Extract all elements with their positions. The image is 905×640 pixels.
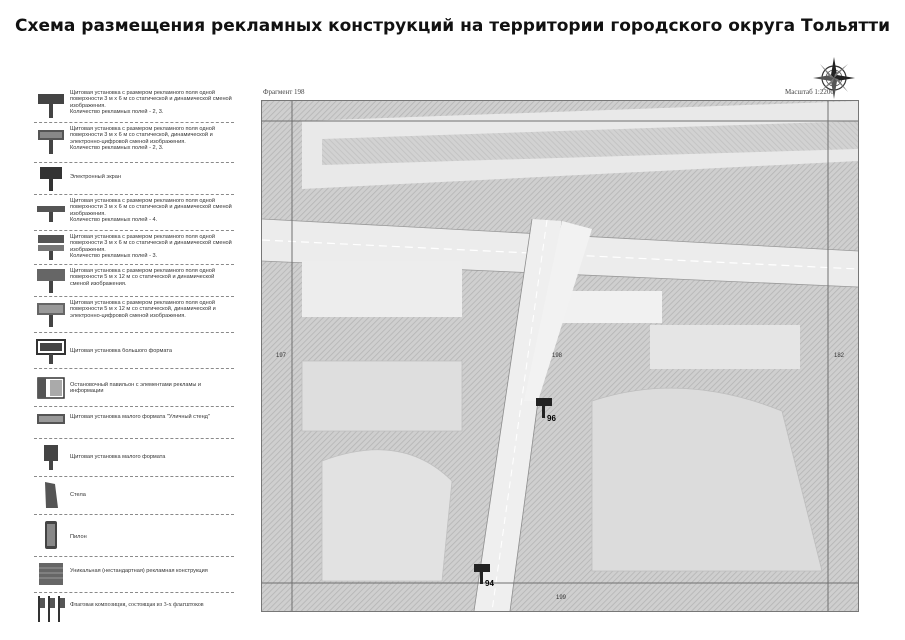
unique-structure-icon — [39, 563, 63, 585]
billboard-3x6-three-fields-icon — [38, 235, 64, 260]
billboard-3x6-four-fields-icon — [37, 206, 65, 222]
legend-text: Щитовая установка с размером рекламного … — [70, 300, 216, 319]
flag-composition-icon — [38, 596, 65, 622]
legend-item: Электронный экран — [34, 164, 234, 195]
stele-icon — [45, 482, 58, 508]
legend-text: Щитовая установка малого формата "Уличны… — [70, 414, 210, 420]
map-view[interactable]: 197 182 198 199 96 94 — [261, 100, 859, 612]
legend-item: Щитовая установка с размером рекламного … — [34, 124, 234, 163]
legend-item: Щитовая установка с размером рекламного … — [34, 298, 234, 333]
page-title: Схема размещения рекламных конструкций н… — [15, 16, 890, 36]
city-stand-icon — [37, 414, 65, 424]
legend-text: Щитовая установка малого формата — [70, 454, 166, 460]
legend-item: Щитовая установка с размером рекламного … — [34, 232, 234, 265]
advertising-structure-marker-96[interactable] — [536, 398, 552, 418]
legend-item: Щитовая установка с размером рекламного … — [34, 266, 234, 297]
electronic-screen-icon — [40, 167, 62, 191]
pylon-icon — [45, 521, 57, 549]
legend-text: Остановочный павильон с элементами рекла… — [70, 382, 202, 395]
billboard-3x6-static-dynamic-icon — [38, 94, 64, 118]
compass-rose-icon — [813, 57, 855, 99]
neighbor-fragment-left[interactable]: 197 — [276, 353, 287, 359]
legend-text: Щитовая установка с размером рекламного … — [70, 234, 232, 260]
legend-text: Щитовая установка большого формата — [70, 348, 172, 354]
bus-stop-pavilion-icon — [37, 377, 65, 399]
legend-item: Щитовая установка с размером рекламного … — [34, 196, 234, 231]
advertising-structure-marker-94[interactable] — [474, 564, 490, 584]
legend-text: Стела — [70, 492, 86, 498]
legend-item: Уникальная (нестандартная) рекламная кон… — [34, 558, 234, 593]
legend-item: Щитовая установка большого формата — [34, 334, 234, 369]
legend-item: Щитовая установка малого формата "Уличны… — [34, 408, 234, 439]
legend-item: Остановочный павильон с элементами рекла… — [34, 370, 234, 407]
legend-text: Флаговая композиция, состоящая из 3-х фл… — [70, 602, 204, 608]
legend-text: Щитовая установка с размером рекламного … — [70, 198, 232, 224]
legend-item: Щитовая установка малого формата — [34, 440, 234, 477]
large-format-billboard-icon — [36, 339, 66, 364]
fragment-center-label: 198 — [552, 353, 563, 359]
neighbor-fragment-right[interactable]: 182 — [834, 353, 845, 359]
legend-item: Флаговая композиция, состоящая из 3-х фл… — [34, 594, 234, 624]
legend-text: Щитовая установка с размером рекламного … — [70, 90, 232, 116]
marker-label-94: 94 — [485, 579, 494, 588]
legend-text: Электронный экран — [70, 174, 121, 180]
legend-text: Щитовая установка с размером рекламного … — [70, 126, 215, 152]
billboard-5x12-digital-icon — [37, 303, 65, 327]
legend-item: Пилон — [34, 516, 234, 557]
small-format-billboard-icon — [44, 445, 58, 470]
neighbor-fragment-bottom[interactable]: 199 — [556, 595, 567, 601]
map-canvas — [262, 101, 858, 611]
legend-item: Стела — [34, 478, 234, 515]
legend-text: Щитовая установка с размером рекламного … — [70, 268, 215, 287]
fragment-label: Фрагмент 198 — [263, 88, 305, 96]
billboard-3x6-digital-icon — [38, 130, 64, 154]
marker-label-96: 96 — [547, 414, 556, 423]
legend-text: Пилон — [70, 534, 87, 540]
legend-text: Уникальная (нестандартная) рекламная кон… — [70, 568, 208, 574]
billboard-5x12-static-dynamic-icon — [37, 269, 65, 293]
scale-label: Масштаб 1:2200 — [785, 88, 834, 96]
legend-item: Щитовая установка с размером рекламного … — [34, 88, 234, 123]
